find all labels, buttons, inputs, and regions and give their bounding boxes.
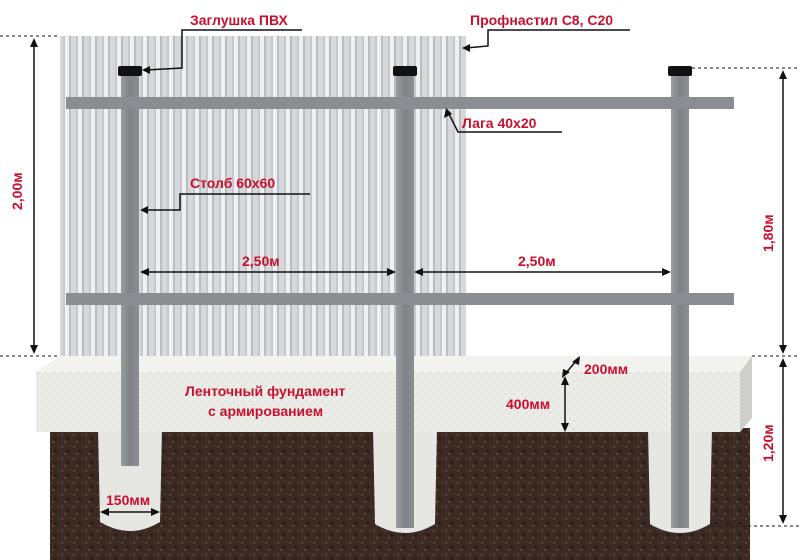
foundation-top — [36, 356, 752, 372]
foundation-width-arrow-b — [572, 356, 580, 365]
sheet-label: Профнастил С8, С20 — [470, 12, 613, 28]
foundation-label-line-2: с армированием — [208, 403, 323, 419]
post-leader-arrow — [140, 206, 148, 214]
span-2-arrow-right — [662, 268, 671, 276]
cap-label: Заглушка ПВХ — [190, 12, 289, 28]
fence-height-arrow-top — [30, 38, 38, 47]
foundation-height-arrow-bottom — [561, 423, 569, 432]
post-depth-label: 1,20м — [760, 424, 776, 462]
post-depth-arrow-bottom — [779, 515, 787, 524]
foundation-width-label: 200мм — [584, 361, 628, 377]
post-depth-arrow-top — [779, 358, 787, 367]
rail-bottom — [66, 293, 734, 305]
post-height-label: 1,80м — [760, 214, 776, 252]
post-label: Столб 60х60 — [190, 175, 275, 191]
cap-leader-arrow — [142, 66, 150, 74]
pile-hole-1 — [98, 428, 162, 531]
sheet-leader — [465, 29, 630, 49]
rail-leader — [447, 111, 562, 133]
span-1-arrow-right — [387, 268, 396, 276]
rail-label: Лага 40х20 — [462, 115, 537, 131]
span-2-label: 2,50м — [518, 253, 556, 269]
foundation-label-line-1: Ленточный фундамент — [185, 383, 346, 399]
post-cap-1 — [118, 66, 142, 76]
fence-height-arrow-bottom — [30, 345, 38, 354]
post-cap-2 — [393, 66, 417, 76]
foundation-height-arrow-top — [561, 376, 569, 385]
hole-diameter-label: 150мм — [106, 492, 150, 508]
foundation-side — [740, 356, 752, 432]
post-leader — [144, 193, 310, 211]
span-1-arrow-left — [140, 268, 149, 276]
span-2-arrow-left — [414, 268, 423, 276]
post-height-arrow-top — [779, 70, 787, 79]
sheet-leader-arrow — [462, 44, 470, 52]
rail-top — [66, 97, 734, 109]
cap-leader — [145, 29, 302, 71]
span-1-label: 2,50м — [242, 253, 280, 269]
hole-diameter-arrow-right — [151, 508, 160, 516]
hole-diameter-arrow-left — [100, 508, 109, 516]
foundation-width-arrow-a — [562, 369, 570, 378]
foundation-height-label: 400мм — [506, 396, 550, 412]
fence-height-label: 2,00м — [9, 172, 25, 210]
foundation-front — [36, 372, 740, 432]
post-1 — [121, 74, 139, 466]
post-cap-3 — [668, 66, 692, 76]
rail-leader-arrow — [444, 108, 452, 118]
post-height-arrow-bottom — [779, 345, 787, 354]
